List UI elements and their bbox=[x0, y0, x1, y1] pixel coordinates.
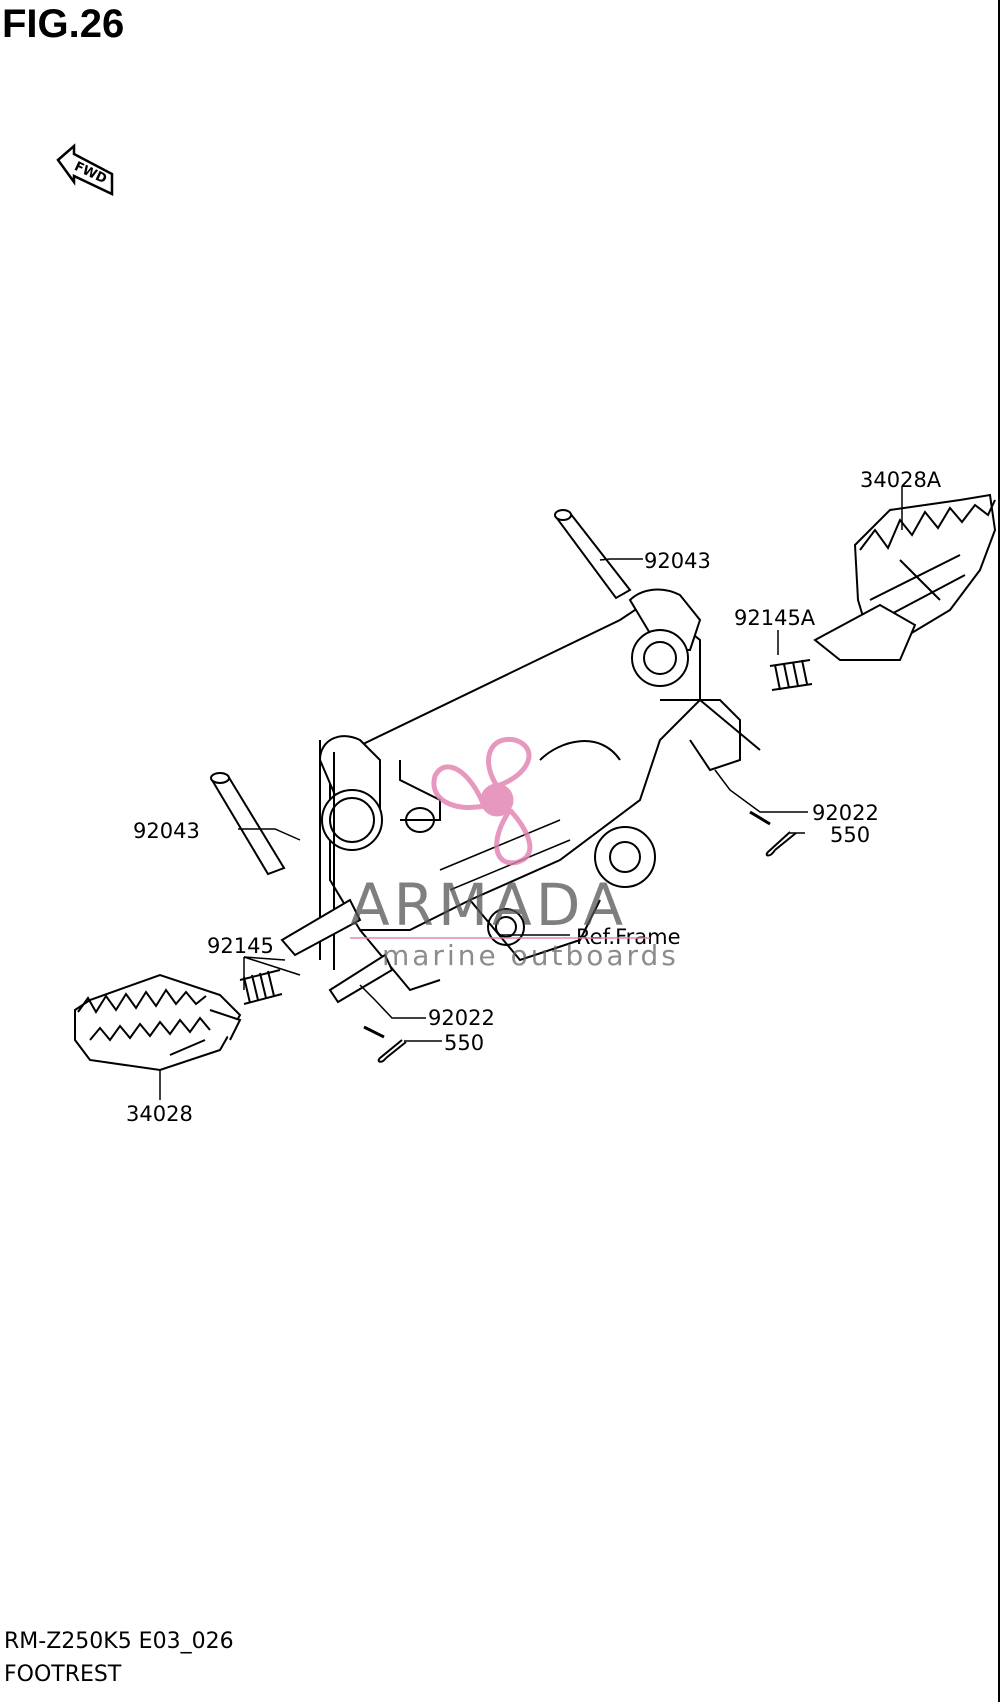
pivot-pin-left bbox=[210, 772, 286, 876]
footer-section-name: FOOTREST bbox=[4, 1662, 122, 1687]
frame-border bbox=[998, 0, 1000, 1702]
bracket-left bbox=[280, 898, 394, 1004]
footer-model-code: RM-Z250K5 E03_026 bbox=[4, 1629, 234, 1654]
footrest-peg-right bbox=[813, 493, 997, 661]
label-pin-right: 92043 bbox=[644, 549, 711, 573]
watermark-brand: ARMADA bbox=[350, 871, 627, 939]
label-cotter-left: 550 bbox=[444, 1031, 484, 1055]
watermark: ARMADA marine outboards bbox=[350, 736, 679, 972]
label-footrest-left: 34028 bbox=[126, 1102, 193, 1126]
washer-right bbox=[749, 810, 771, 826]
pivot-pin-right bbox=[554, 509, 632, 600]
label-washer-right: 92022 bbox=[812, 801, 879, 825]
leader-lines bbox=[159, 486, 903, 1100]
frame-drawing bbox=[318, 588, 761, 992]
fwd-arrow-icon: FWD bbox=[56, 143, 114, 196]
cotter-pin-right bbox=[765, 831, 797, 857]
label-spring-left: 92145 bbox=[207, 934, 274, 958]
figure-title: FIG.26 bbox=[2, 2, 125, 46]
label-cotter-right: 550 bbox=[830, 823, 870, 847]
label-footrest-right: 34028A bbox=[860, 468, 942, 492]
spring-left bbox=[239, 969, 283, 1005]
washer-left bbox=[363, 1025, 385, 1039]
spring-right bbox=[769, 659, 813, 691]
cotter-pin-left bbox=[377, 1039, 407, 1063]
label-washer-left: 92022 bbox=[428, 1006, 495, 1030]
watermark-tagline: marine outboards bbox=[382, 939, 679, 972]
footrest-peg-left bbox=[74, 973, 242, 1072]
watermark-logo-icon bbox=[431, 736, 533, 866]
label-spring-right: 92145A bbox=[734, 606, 816, 630]
label-pin-left: 92043 bbox=[133, 819, 200, 843]
